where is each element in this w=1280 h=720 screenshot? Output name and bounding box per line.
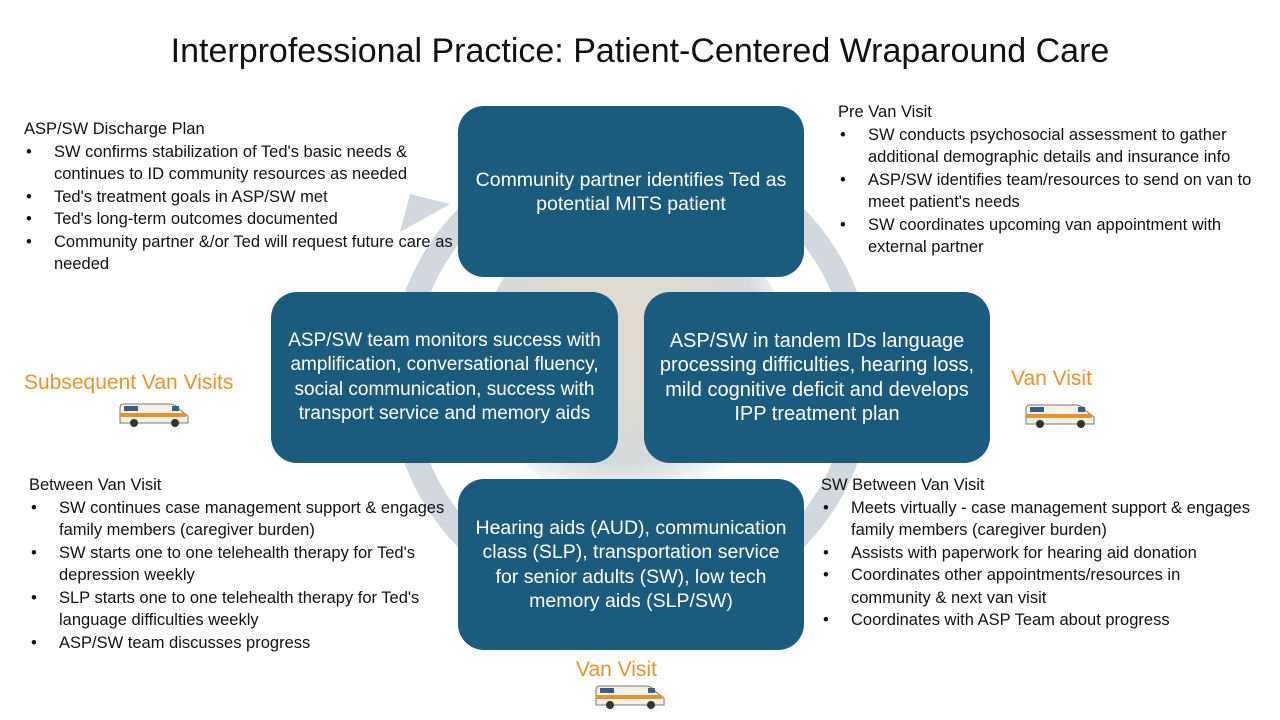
- list-item: Ted's long-term outcomes documented: [24, 208, 454, 231]
- node-monitoring-text: ASP/SW team monitors success with amplif…: [285, 329, 604, 427]
- visit-label-subsequent: Subsequent Van Visits: [24, 371, 233, 395]
- node-assessment-text: ASP/SW in tandem IDs language processing…: [658, 329, 976, 427]
- note-discharge-plan: ASP/SW Discharge Plan SW confirms stabil…: [24, 118, 454, 276]
- list-item: SW coordinates upcoming van appointment …: [838, 214, 1273, 259]
- note-heading: Between Van Visit: [29, 474, 454, 497]
- list-item: SW continues case management support & e…: [29, 497, 454, 542]
- list-item: SW confirms stabilization of Ted's basic…: [24, 141, 454, 186]
- list-item: Assists with paperwork for hearing aid d…: [821, 542, 1261, 565]
- list-item: Ted's treatment goals in ASP/SW met: [24, 186, 454, 209]
- node-interventions: Hearing aids (AUD), communication class …: [458, 479, 804, 650]
- node-interventions-text: Hearing aids (AUD), communication class …: [472, 516, 790, 614]
- note-pre-van-visit: Pre Van Visit SW conducts psychosocial a…: [838, 101, 1273, 259]
- list-item: ASP/SW team discusses progress: [29, 632, 454, 655]
- van-icon: [594, 684, 666, 710]
- list-item: SW starts one to one telehealth therapy …: [29, 542, 454, 587]
- node-assessment: ASP/SW in tandem IDs language processing…: [644, 292, 990, 463]
- van-icon: [1024, 403, 1096, 429]
- list-item: Coordinates with ASP Team about progress: [821, 609, 1261, 632]
- list-item: Community partner &/or Ted will request …: [24, 231, 454, 276]
- note-sw-between-van-visit: SW Between Van Visit Meets virtually - c…: [821, 474, 1261, 632]
- van-icon: [118, 402, 190, 428]
- note-heading: SW Between Van Visit: [821, 474, 1261, 497]
- note-between-van-visit: Between Van Visit SW continues case mana…: [29, 474, 454, 654]
- list-item: Meets virtually - case management suppor…: [821, 497, 1261, 542]
- list-item: SLP starts one to one telehealth therapy…: [29, 587, 454, 632]
- note-heading: ASP/SW Discharge Plan: [24, 118, 454, 141]
- node-monitoring: ASP/SW team monitors success with amplif…: [271, 292, 618, 463]
- list-item: ASP/SW identifies team/resources to send…: [838, 169, 1273, 214]
- node-community-partner-text: Community partner identifies Ted as pote…: [472, 168, 790, 216]
- node-community-partner: Community partner identifies Ted as pote…: [458, 106, 804, 277]
- visit-label-right: Van Visit: [1011, 367, 1092, 391]
- list-item: Coordinates other appointments/resources…: [821, 564, 1261, 609]
- visit-label-bottom: Van Visit: [576, 658, 657, 682]
- note-heading: Pre Van Visit: [838, 101, 1273, 124]
- list-item: SW conducts psychosocial assessment to g…: [838, 124, 1273, 169]
